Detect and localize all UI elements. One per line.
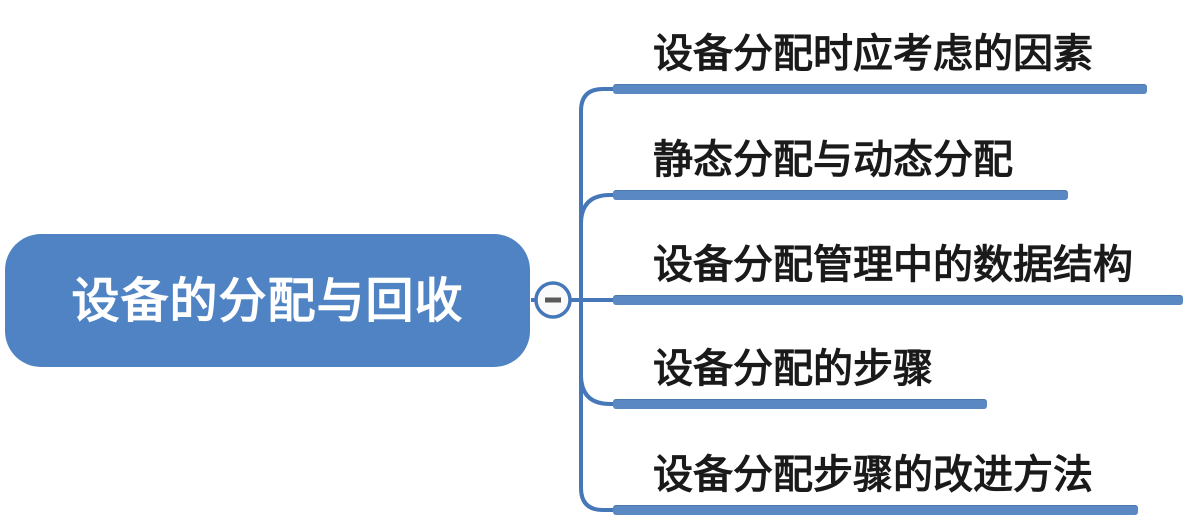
branch-underline-bar: [613, 84, 1147, 94]
branch-underline-bar: [613, 505, 1138, 515]
branch-topic-label[interactable]: 设备分配的步骤: [653, 347, 933, 391]
root-topic[interactable]: 设备的分配与回收: [5, 234, 530, 367]
branch-topic-label[interactable]: 设备分配步骤的改进方法: [653, 453, 1093, 497]
branch-underline-bar: [613, 190, 1068, 200]
branch-topic: 设备分配管理中的数据结构: [613, 233, 1183, 305]
branch-topic: 设备分配步骤的改进方法: [613, 443, 1138, 515]
collapse-button[interactable]: [534, 281, 572, 319]
branch-topic: 静态分配与动态分配: [613, 128, 1068, 200]
trunk-connector-line: [579, 87, 616, 512]
root-topic-label: 设备的分配与回收: [71, 274, 464, 328]
branch-topic: 设备分配时应考虑的因素: [613, 22, 1147, 94]
branch-4-connector-line: [579, 374, 616, 406]
branch-2-connector-line: [579, 193, 616, 225]
branch-topic: 设备分配的步骤: [613, 337, 987, 409]
branch-underline-bar: [613, 399, 987, 409]
branch-topic-label[interactable]: 设备分配管理中的数据结构: [653, 243, 1133, 287]
branch-topic-label[interactable]: 静态分配与动态分配: [653, 138, 1013, 182]
branch-underline-bar: [613, 295, 1183, 305]
branch-topic-label[interactable]: 设备分配时应考虑的因素: [653, 32, 1093, 76]
